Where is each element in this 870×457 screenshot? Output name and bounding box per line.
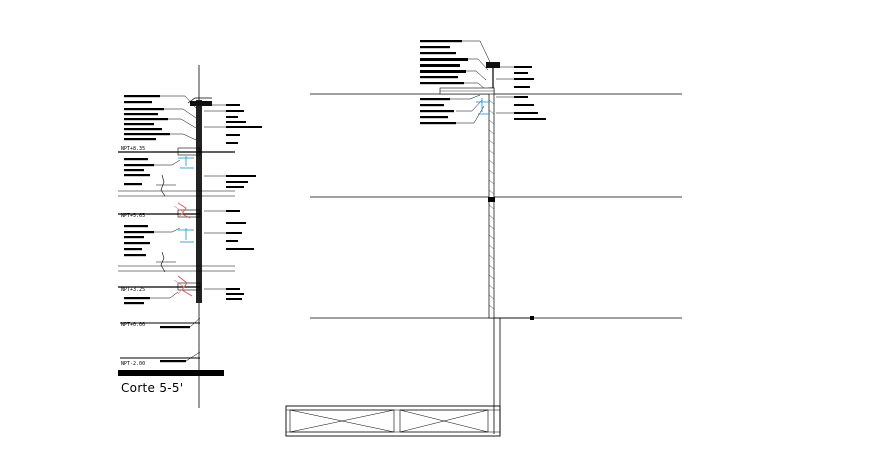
top-plumbing-symbol [476,98,490,115]
level-label-3: NPT+3.25 [121,287,145,293]
left-annotation-labels [124,95,190,363]
building-elevation [285,40,682,437]
level-label-4: NPT+0.00 [121,322,145,328]
column [488,87,495,319]
level-label-5: NPT-2.00 [121,361,145,367]
section-detail: NPT+8.35 NPT+5.65 NPT+3.25 NPT+0.00 NPT-… [118,65,262,408]
window-detail-lower [173,275,193,297]
plumbing-symbols [178,156,194,243]
top-detail-annotations [420,40,546,125]
foundation-beam [285,405,501,437]
section-title: Corte 5-5' [121,381,183,395]
window-detail-upper [173,202,191,219]
right-annotation-labels [226,104,262,300]
level-label-2: NPT+5.65 [121,213,145,219]
level-label-1: NPT+8.35 [121,146,145,152]
